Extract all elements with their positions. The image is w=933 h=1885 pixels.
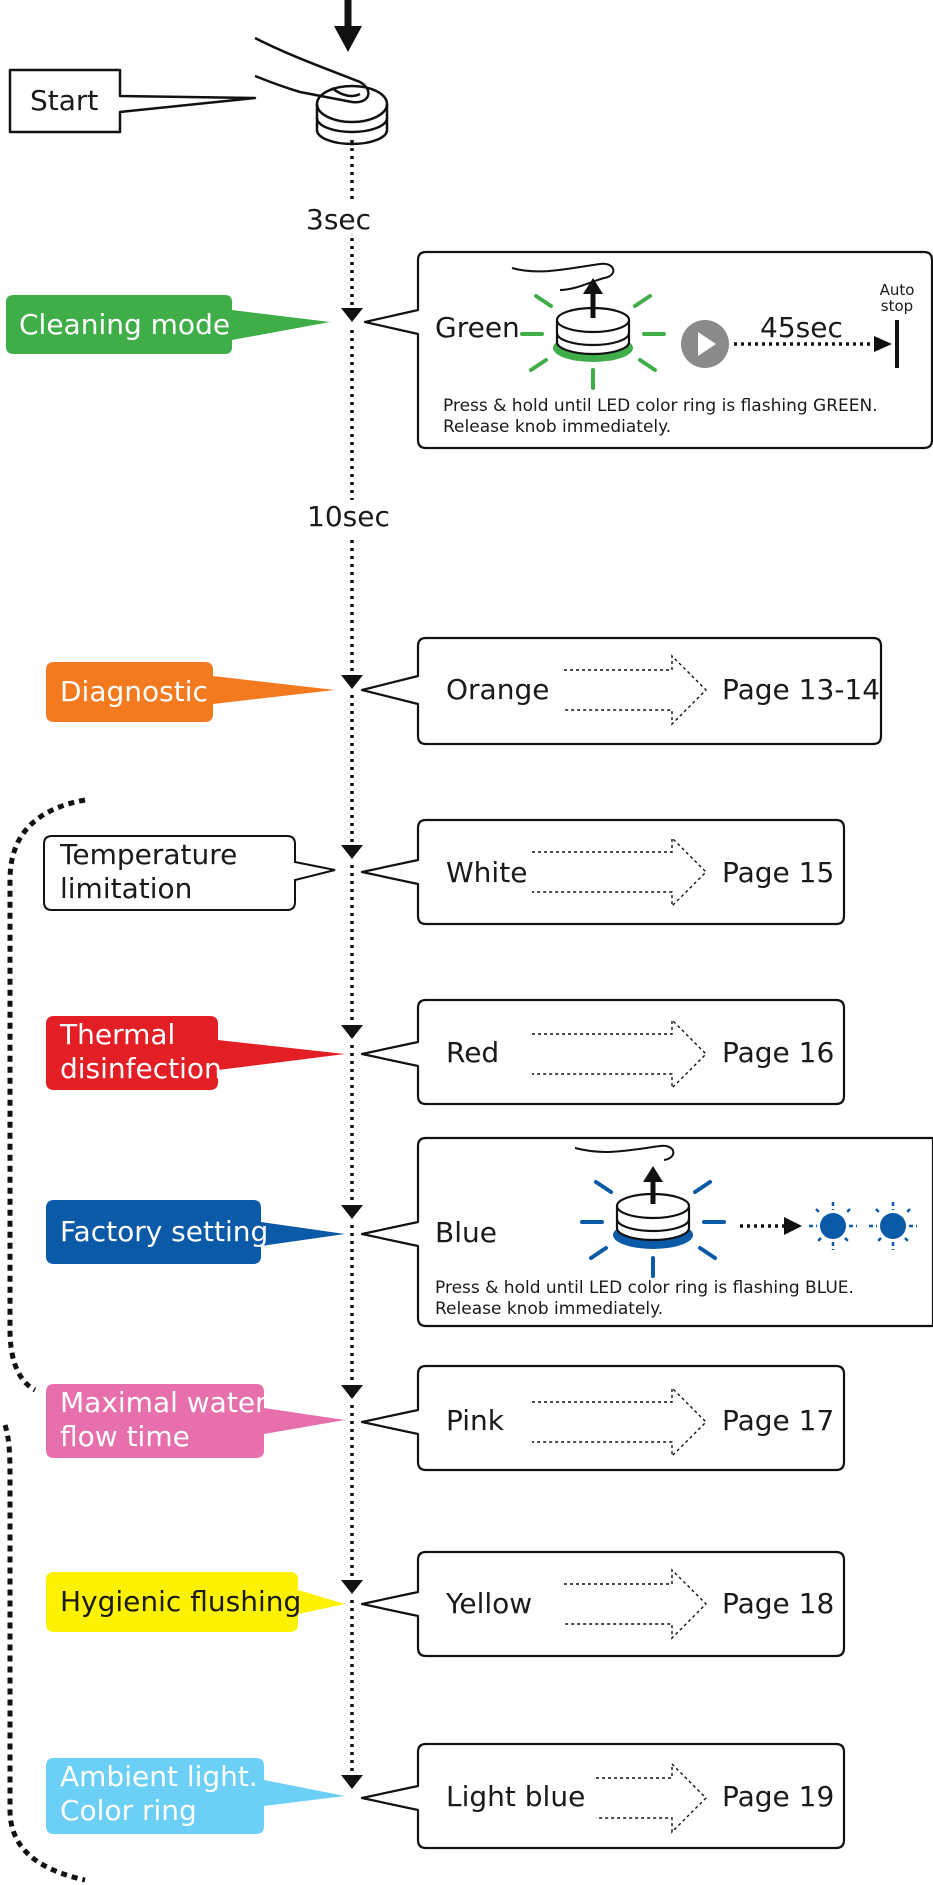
mode-label-factory: Factory setting <box>60 1215 269 1248</box>
start-callout <box>8 68 257 134</box>
led-orange: Orange <box>446 673 550 706</box>
mode-label-temperature: Temperature limitation <box>60 838 238 905</box>
page-ref-diagnostic: Page 13-14 <box>722 673 881 706</box>
factory-note: Press & hold until LED color ring is fla… <box>435 1278 854 1319</box>
auto-duration: 45sec <box>760 311 843 344</box>
mode-label-hygienic: Hygienic flushing <box>60 1585 302 1618</box>
blue-flash-dot-icon <box>869 1202 917 1250</box>
mode-label-ambient: Ambient light. Color ring <box>60 1760 258 1827</box>
play-icon <box>681 320 729 368</box>
mode-label-max-flow: Maximal water flow time <box>60 1386 267 1453</box>
led-pink: Pink <box>446 1404 505 1437</box>
led-yellow: Yellow <box>446 1587 533 1620</box>
group-bracket-top <box>7 797 86 1393</box>
led-white: White <box>446 856 528 889</box>
start-label: Start <box>30 84 99 117</box>
timer-3sec: 3sec <box>306 203 372 236</box>
mode-label-thermal: Thermal disinfection <box>60 1018 222 1085</box>
knob-press-icon <box>254 36 389 146</box>
page-ref-thermal: Page 16 <box>722 1036 835 1069</box>
led-blue: Blue <box>435 1216 497 1249</box>
page-ref-hygienic: Page 18 <box>722 1587 835 1620</box>
led-red: Red <box>446 1036 500 1069</box>
mode-label-cleaning: Cleaning mode <box>19 308 231 341</box>
page-arrow-icons <box>532 654 707 1834</box>
auto-stop-label: Auto stop <box>879 281 915 315</box>
blue-flash-dot-icon <box>809 1202 857 1250</box>
entry-arrow-icon <box>334 0 362 52</box>
auto-stop-arrowhead <box>874 336 892 352</box>
timer-10sec: 10sec <box>307 500 390 533</box>
led-light-blue: Light blue <box>446 1780 586 1813</box>
cleaning-note: Press & hold until LED color ring is fla… <box>443 396 878 437</box>
blue-flash-arrowhead <box>784 1217 802 1235</box>
page-ref-max-flow: Page 17 <box>722 1404 835 1437</box>
green-knob-icon <box>511 262 666 390</box>
page-ref-temperature: Page 15 <box>722 856 835 889</box>
group-bracket-bottom <box>2 1424 86 1883</box>
mode-label-diagnostic: Diagnostic <box>60 675 208 708</box>
mode-pill-shapes <box>6 295 345 1834</box>
blue-knob-icon <box>574 1144 726 1278</box>
led-green: Green <box>435 311 520 344</box>
page-ref-ambient: Page 19 <box>722 1780 835 1813</box>
callout-boxes <box>360 250 933 1850</box>
timeline-arrowheads <box>341 308 363 1789</box>
